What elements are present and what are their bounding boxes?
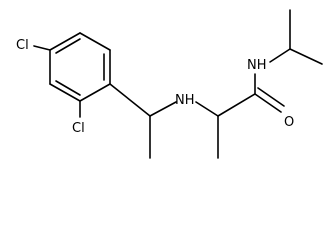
- ring-bond-c4-c5: [79, 83, 111, 102]
- bond-ring-ch: [109, 83, 151, 117]
- amine-nh-label: NH: [175, 93, 195, 108]
- bond-nh-calpha: [195, 101, 219, 117]
- bond-nh-ch-isopropyl: [269, 48, 291, 63]
- bond-c1-cl-para: [33, 45, 51, 51]
- cl-para-label: Cl: [16, 38, 29, 53]
- cl-ortho-label: Cl: [72, 121, 85, 136]
- ring-double-bond-1: [55, 38, 81, 54]
- ring-bond-c2-c3: [79, 32, 111, 51]
- structure-svg: Cl Cl NH O NH: [16, 9, 323, 159]
- bond-carbonyl-o-1: [254, 93, 282, 113]
- bond-calpha-carbonyl: [217, 93, 256, 117]
- bond-isopropyl-methyl-right: [289, 48, 323, 65]
- bond-carbonyl-o-2: [257, 87, 285, 107]
- bond-ch-nh: [149, 101, 177, 117]
- ring-bond-c5-c6: [49, 83, 81, 102]
- molecule-diagram: Cl Cl NH O NH: [16, 9, 323, 159]
- carbonyl-o-label: O: [284, 115, 294, 130]
- amide-nh-label: NH: [247, 58, 267, 73]
- ring-bond-c1-c2: [49, 32, 81, 51]
- benzene-ring: [49, 32, 111, 102]
- ring-double-bond-3: [55, 80, 81, 96]
